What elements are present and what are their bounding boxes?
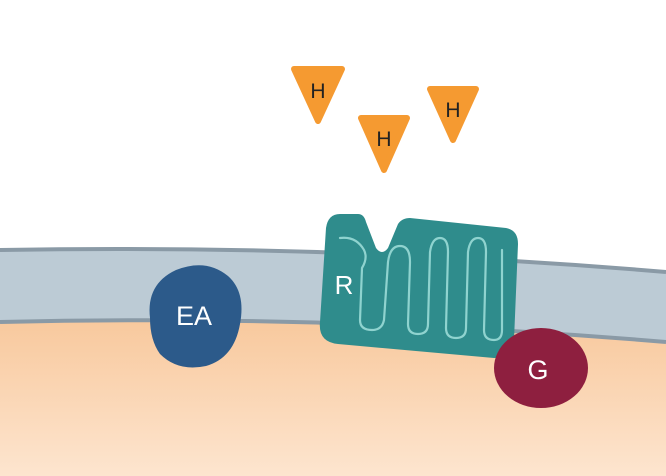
receptor: R — [319, 214, 518, 358]
g-protein: G — [494, 328, 588, 408]
g-protein-label: G — [527, 355, 548, 385]
hormone-1: H — [291, 66, 345, 124]
hormone-triangle — [358, 115, 410, 173]
g-protein-body — [494, 328, 588, 408]
hormone-triangle — [291, 66, 345, 124]
receptor-label: R — [335, 270, 354, 300]
effector-label: EA — [176, 301, 212, 331]
hormone-label: H — [310, 80, 325, 103]
hormone-triangle — [427, 86, 479, 143]
effector-body — [149, 265, 242, 368]
hormone-label: H — [376, 128, 391, 151]
hormone-label: H — [445, 99, 460, 122]
receptor-transmembrane-loops — [338, 236, 504, 342]
hormone-2: H — [358, 115, 410, 173]
effector: EA — [149, 265, 242, 368]
hormone-3: H — [427, 86, 479, 143]
